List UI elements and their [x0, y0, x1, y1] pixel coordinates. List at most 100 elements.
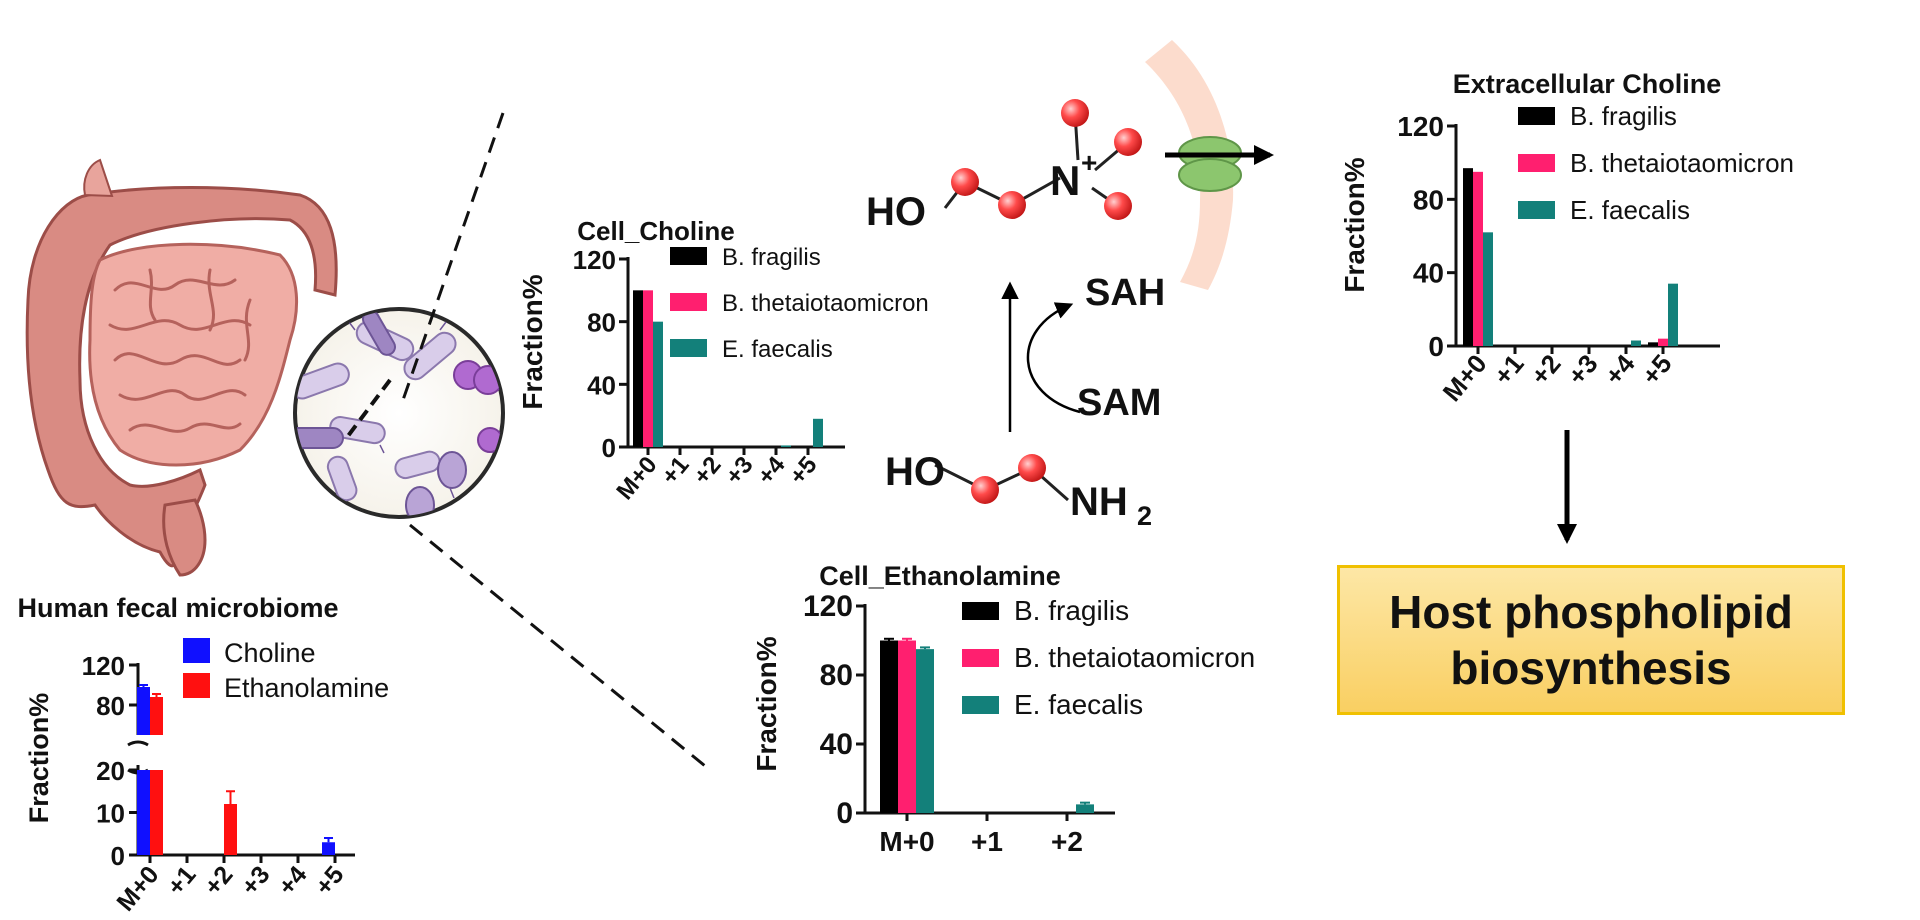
y-axis-label: Fraction% — [517, 274, 548, 409]
bar — [880, 640, 898, 813]
bar — [1668, 283, 1678, 346]
x-tick-label: +1 — [971, 826, 1003, 857]
bar — [643, 290, 653, 447]
bar — [150, 770, 163, 855]
y-tick-label: 40 — [1413, 258, 1444, 289]
ethanolamine-sub-label: 2 — [1137, 501, 1152, 531]
y-tick-label: 80 — [820, 659, 853, 692]
carbon-atom — [998, 191, 1026, 219]
legend-label: E. faecalis — [722, 336, 833, 363]
x-tick-label: +3 — [1562, 349, 1604, 391]
x-tick-label: M+0 — [1437, 349, 1493, 408]
carbon-atom — [1104, 192, 1132, 220]
carbon-atom — [1061, 99, 1089, 127]
y-tick-label: 120 — [1397, 111, 1444, 142]
legend-label: Ethanolamine — [224, 673, 389, 703]
legend-swatch — [1518, 201, 1555, 219]
x-tick-label: M+0 — [611, 452, 662, 506]
bar — [1631, 340, 1641, 346]
bar — [1076, 804, 1094, 813]
bar — [1648, 342, 1658, 346]
y-tick-label: 0 — [836, 797, 853, 830]
bacteria-magnifier-illustration — [293, 307, 505, 519]
y-tick-label: 80 — [1413, 184, 1444, 215]
ethanolamine-nh-label: NH — [1070, 480, 1128, 524]
y-tick-label: 10 — [96, 799, 125, 829]
sam-sah-arrow — [1026, 302, 1081, 414]
bar — [137, 687, 150, 735]
ethanolamine-ho-label: HO — [885, 450, 945, 494]
y-tick-label: 120 — [803, 590, 853, 623]
y-tick-label: 20 — [96, 756, 125, 786]
x-tick-label: +2 — [1051, 826, 1083, 857]
legend-swatch — [962, 649, 999, 667]
legend-label: B. fragilis — [722, 244, 821, 271]
y-tick-label: 0 — [602, 433, 616, 463]
sah-label: SAH — [1085, 272, 1165, 314]
chart-title: Cell_Ethanolamine — [819, 561, 1061, 591]
legend-swatch — [183, 673, 210, 698]
host-phospholipid-box: Host phospholipid biosynthesis — [1337, 565, 1845, 715]
x-tick-label: +2 — [1525, 349, 1567, 391]
y-tick-label: 80 — [587, 308, 616, 338]
sam-label: SAM — [1077, 382, 1161, 424]
x-tick-label: +1 — [1488, 349, 1530, 391]
legend-label: B. thetaiotaomicron — [1570, 148, 1794, 178]
choline-molecule: HO N + — [866, 99, 1142, 234]
legend-label: B. fragilis — [1570, 101, 1677, 131]
bar — [916, 649, 934, 813]
legend-label: B. fragilis — [1014, 595, 1129, 626]
x-tick-label: +4 — [1599, 348, 1641, 390]
host-phospholipid-label: Host phospholipid biosynthesis — [1389, 586, 1793, 694]
y-tick-label: 120 — [573, 245, 616, 275]
y-axis-label: Fraction% — [24, 693, 54, 824]
chart-human-fecal-microbiome: Human fecal microbiomeFraction%801200102… — [17, 593, 389, 917]
cell-membrane — [1145, 40, 1234, 290]
chart-cell-choline: Cell_CholineFraction%04080120M+0+1+2+3+4… — [517, 216, 929, 505]
bar — [1463, 168, 1473, 346]
legend-swatch — [670, 247, 707, 265]
bar — [813, 418, 823, 447]
legend-swatch — [962, 696, 999, 714]
choline-ho-label: HO — [866, 190, 926, 234]
legend-swatch — [183, 638, 210, 663]
choline-charge-label: + — [1081, 147, 1097, 178]
x-tick-label: +5 — [784, 452, 822, 490]
carbon-atom — [1018, 454, 1046, 482]
legend-label: B. thetaiotaomicron — [1014, 642, 1255, 673]
y-tick-label: 0 — [1428, 331, 1444, 362]
legend-swatch — [670, 293, 707, 311]
y-tick-label: 40 — [587, 370, 616, 400]
bar — [1483, 232, 1493, 346]
x-tick-label: M+0 — [879, 826, 934, 857]
x-tick-label: +2 — [199, 861, 239, 901]
legend-swatch — [1518, 107, 1555, 125]
legend-swatch — [962, 602, 999, 620]
bar — [898, 640, 916, 813]
intestine-illustration — [25, 158, 338, 577]
chart-title: Human fecal microbiome — [17, 593, 338, 623]
x-tick-label: +5 — [1636, 349, 1678, 391]
bar — [224, 804, 237, 855]
x-tick-label: +3 — [236, 861, 276, 901]
y-axis-label: Fraction% — [1339, 157, 1370, 292]
legend-swatch — [1518, 154, 1555, 172]
bar — [653, 321, 663, 447]
y-tick-label: 40 — [820, 728, 853, 761]
bar — [137, 770, 150, 855]
legend-label: E. faecalis — [1014, 689, 1143, 720]
chart-title: Extracellular Choline — [1453, 69, 1722, 99]
x-tick-label: +4 — [273, 861, 313, 901]
x-tick-label: +1 — [162, 861, 202, 901]
legend-label: Choline — [224, 638, 316, 668]
y-tick-label: 80 — [96, 691, 125, 721]
transporter-icon — [1178, 136, 1242, 192]
y-tick-label: 0 — [111, 841, 125, 871]
bar — [633, 290, 643, 447]
y-axis-label: Fraction% — [751, 636, 782, 771]
carbon-atom — [951, 168, 979, 196]
